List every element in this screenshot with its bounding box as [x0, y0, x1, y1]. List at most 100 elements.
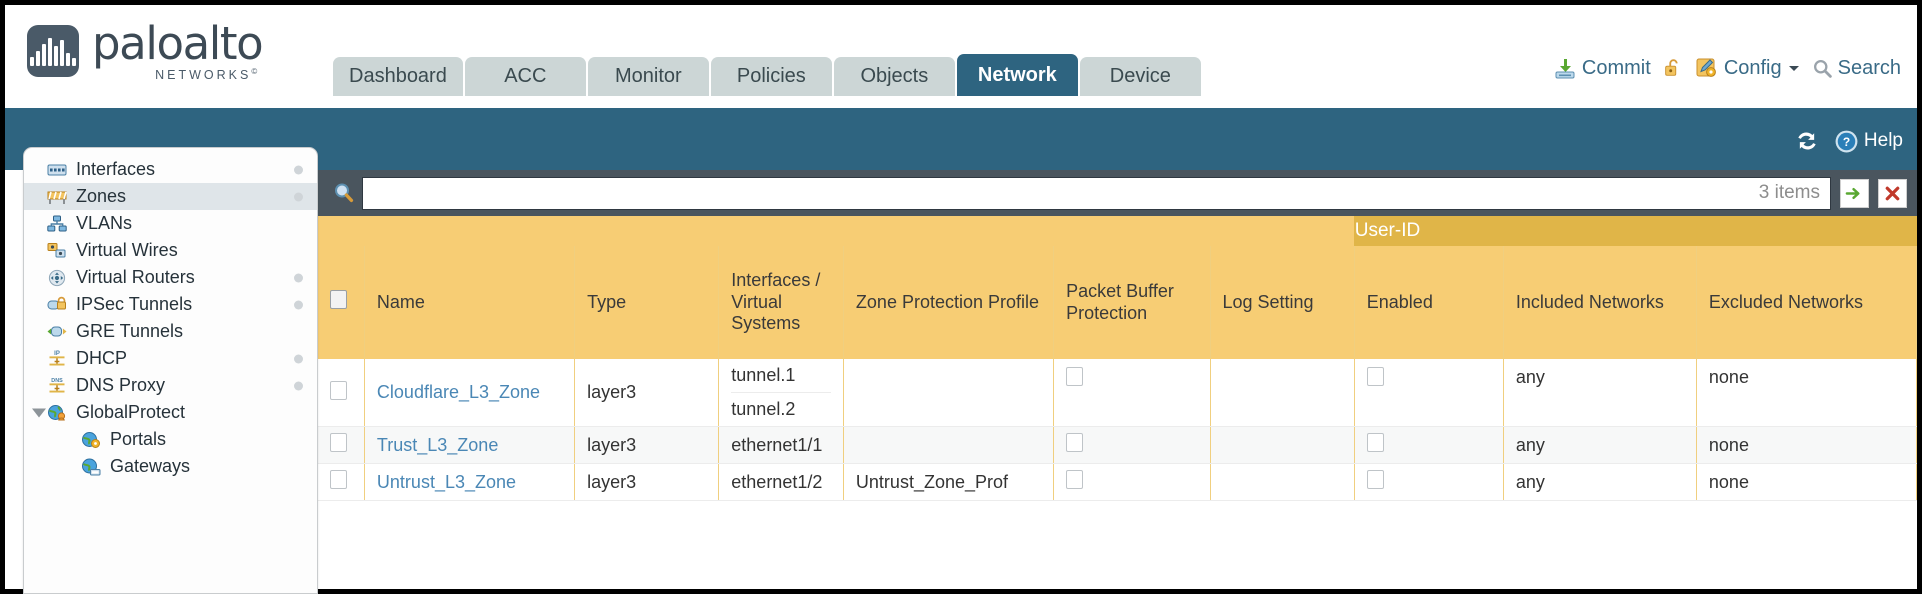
clear-filter-button[interactable]: [1878, 178, 1907, 208]
zone-link[interactable]: Trust_L3_Zone: [376, 434, 499, 455]
interface-entry: tunnel.2: [731, 392, 831, 426]
gre-tunnels-icon: [46, 322, 68, 342]
cell-name[interactable]: Cloudflare_L3_Zone: [364, 359, 576, 427]
commit-button[interactable]: Commit: [1553, 56, 1651, 80]
tab-objects[interactable]: Objects: [833, 57, 955, 96]
search-field-wrapper[interactable]: 3 items: [362, 176, 1831, 210]
refresh-icon[interactable]: [1794, 128, 1820, 154]
col-header-zone-protection-profile[interactable]: Zone Protection Profile: [843, 246, 1055, 359]
select-all-checkbox[interactable]: [330, 290, 347, 310]
cell-name[interactable]: Untrust_L3_Zone: [364, 463, 576, 501]
cell-userid-enabled[interactable]: [1354, 463, 1504, 501]
packet-buffer-checkbox[interactable]: [1066, 433, 1084, 452]
sidebar-item-dns-proxy[interactable]: DNS DNS Proxy: [24, 372, 317, 399]
sidebar-item-zones[interactable]: Zones: [24, 183, 317, 210]
commit-label: Commit: [1581, 56, 1651, 79]
apply-filter-button[interactable]: [1840, 178, 1869, 208]
cell-log-setting: [1210, 359, 1355, 427]
col-header-excluded-networks[interactable]: Excluded Networks: [1696, 246, 1918, 359]
search-button[interactable]: Search: [1812, 57, 1901, 80]
zone-link[interactable]: Cloudflare_L3_Zone: [376, 382, 541, 402]
sidebar-item-portals[interactable]: Portals: [24, 426, 317, 453]
dhcp-icon: IP: [46, 349, 68, 369]
col-header-type[interactable]: Type: [574, 246, 720, 359]
table-row[interactable]: Trust_L3_Zone layer3 ethernet1/1 any non…: [318, 426, 1918, 464]
row-checkbox[interactable]: [330, 433, 347, 452]
sidebar-item-globalprotect[interactable]: GlobalProtect: [24, 399, 317, 426]
sidebar-item-virtual-wires[interactable]: Virtual Wires: [24, 237, 317, 264]
sidebar-item-interfaces[interactable]: Interfaces: [24, 156, 317, 183]
select-all-header[interactable]: [318, 246, 365, 359]
col-header-packet-buffer-protection[interactable]: Packet Buffer Protection: [1053, 246, 1211, 359]
tab-acc[interactable]: ACC: [464, 57, 586, 96]
expand-caret-icon[interactable]: [32, 408, 46, 417]
zones-table: User-ID Name Type Interfaces / Virtual S…: [318, 216, 1918, 501]
userid-enabled-checkbox[interactable]: [1366, 433, 1384, 452]
row-select-cell[interactable]: [318, 426, 365, 464]
sidebar-item-vlans[interactable]: VLANs: [24, 210, 317, 237]
cell-excluded-networks: none: [1696, 359, 1918, 427]
item-count-label: 3 items: [1758, 182, 1820, 203]
filter-search-input[interactable]: [373, 182, 1749, 204]
cell-type: layer3: [574, 426, 720, 464]
cell-userid-enabled[interactable]: [1354, 359, 1504, 427]
table-row[interactable]: Cloudflare_L3_Zone layer3 tunnel.1 tunne…: [318, 359, 1918, 427]
sidebar-item-gre-tunnels[interactable]: GRE Tunnels: [24, 318, 317, 345]
row-checkbox[interactable]: [330, 470, 347, 489]
row-select-cell[interactable]: [318, 463, 365, 501]
gateways-icon: [80, 457, 102, 477]
portals-icon: [80, 430, 102, 450]
sidebar-item-label: Portals: [110, 429, 167, 449]
col-header-log-setting[interactable]: Log Setting: [1210, 246, 1355, 359]
row-select-cell[interactable]: [318, 359, 365, 427]
cell-log-setting: [1210, 426, 1355, 464]
sidebar-item-label: Interfaces: [76, 159, 156, 179]
status-dot: [294, 273, 303, 282]
top-header: paloalto NETWORKS© Dashboard ACC Monitor…: [5, 5, 1917, 108]
sidebar-item-dhcp[interactable]: IP DHCP: [24, 345, 317, 372]
row-checkbox[interactable]: [330, 380, 347, 400]
help-button[interactable]: ? Help: [1834, 129, 1903, 154]
tab-network[interactable]: Network: [956, 54, 1078, 96]
tab-device[interactable]: Device: [1079, 57, 1201, 96]
userid-enabled-checkbox[interactable]: [1366, 470, 1384, 489]
zone-link[interactable]: Untrust_L3_Zone: [376, 471, 517, 492]
vlans-icon: [46, 214, 68, 234]
ipsec-tunnels-icon: [46, 295, 68, 315]
cell-zone-protection-profile: Untrust_Zone_Prof: [843, 463, 1055, 501]
col-header-interfaces[interactable]: Interfaces / Virtual Systems: [718, 246, 844, 359]
search-icon: [1812, 58, 1833, 79]
cell-name[interactable]: Trust_L3_Zone: [364, 426, 576, 464]
sub-header-band: ? Help: [5, 108, 1917, 170]
cell-type: layer3: [574, 359, 720, 427]
cell-packet-buffer-protection[interactable]: [1053, 426, 1211, 464]
table-row[interactable]: Untrust_L3_Zone layer3 ethernet1/2 Untru…: [318, 463, 1918, 501]
sidebar-item-virtual-routers[interactable]: Virtual Routers: [24, 264, 317, 291]
tab-dashboard[interactable]: Dashboard: [333, 57, 463, 96]
cell-included-networks: any: [1503, 426, 1697, 464]
userid-enabled-checkbox[interactable]: [1366, 367, 1384, 386]
packet-buffer-checkbox[interactable]: [1066, 470, 1084, 489]
brand-name: paloalto: [92, 17, 264, 70]
cell-packet-buffer-protection[interactable]: [1053, 359, 1211, 427]
config-dropdown[interactable]: Config: [1695, 56, 1801, 80]
search-icon[interactable]: [332, 181, 356, 205]
sidebar-item-ipsec-tunnels[interactable]: IPSec Tunnels: [24, 291, 317, 318]
cell-packet-buffer-protection[interactable]: [1053, 463, 1211, 501]
unlock-icon[interactable]: [1662, 57, 1684, 79]
sidebar-item-gateways[interactable]: Gateways: [24, 453, 317, 480]
network-sidebar: Interfaces Zones VLANs Virtual Wires: [23, 147, 318, 594]
svg-text:?: ?: [1843, 135, 1850, 149]
cell-included-networks: any: [1503, 463, 1697, 501]
packet-buffer-checkbox[interactable]: [1066, 367, 1084, 386]
cell-userid-enabled[interactable]: [1354, 426, 1504, 464]
col-header-included-networks[interactable]: Included Networks: [1503, 246, 1697, 359]
sidebar-item-label: Virtual Wires: [76, 240, 178, 260]
dns-proxy-icon: DNS: [46, 376, 68, 396]
cell-zone-protection-profile: [843, 426, 1055, 464]
tab-monitor[interactable]: Monitor: [587, 57, 709, 96]
col-header-enabled[interactable]: Enabled: [1354, 246, 1504, 359]
tab-policies[interactable]: Policies: [710, 57, 832, 96]
status-dot: [294, 192, 303, 201]
col-header-name[interactable]: Name: [364, 246, 576, 359]
